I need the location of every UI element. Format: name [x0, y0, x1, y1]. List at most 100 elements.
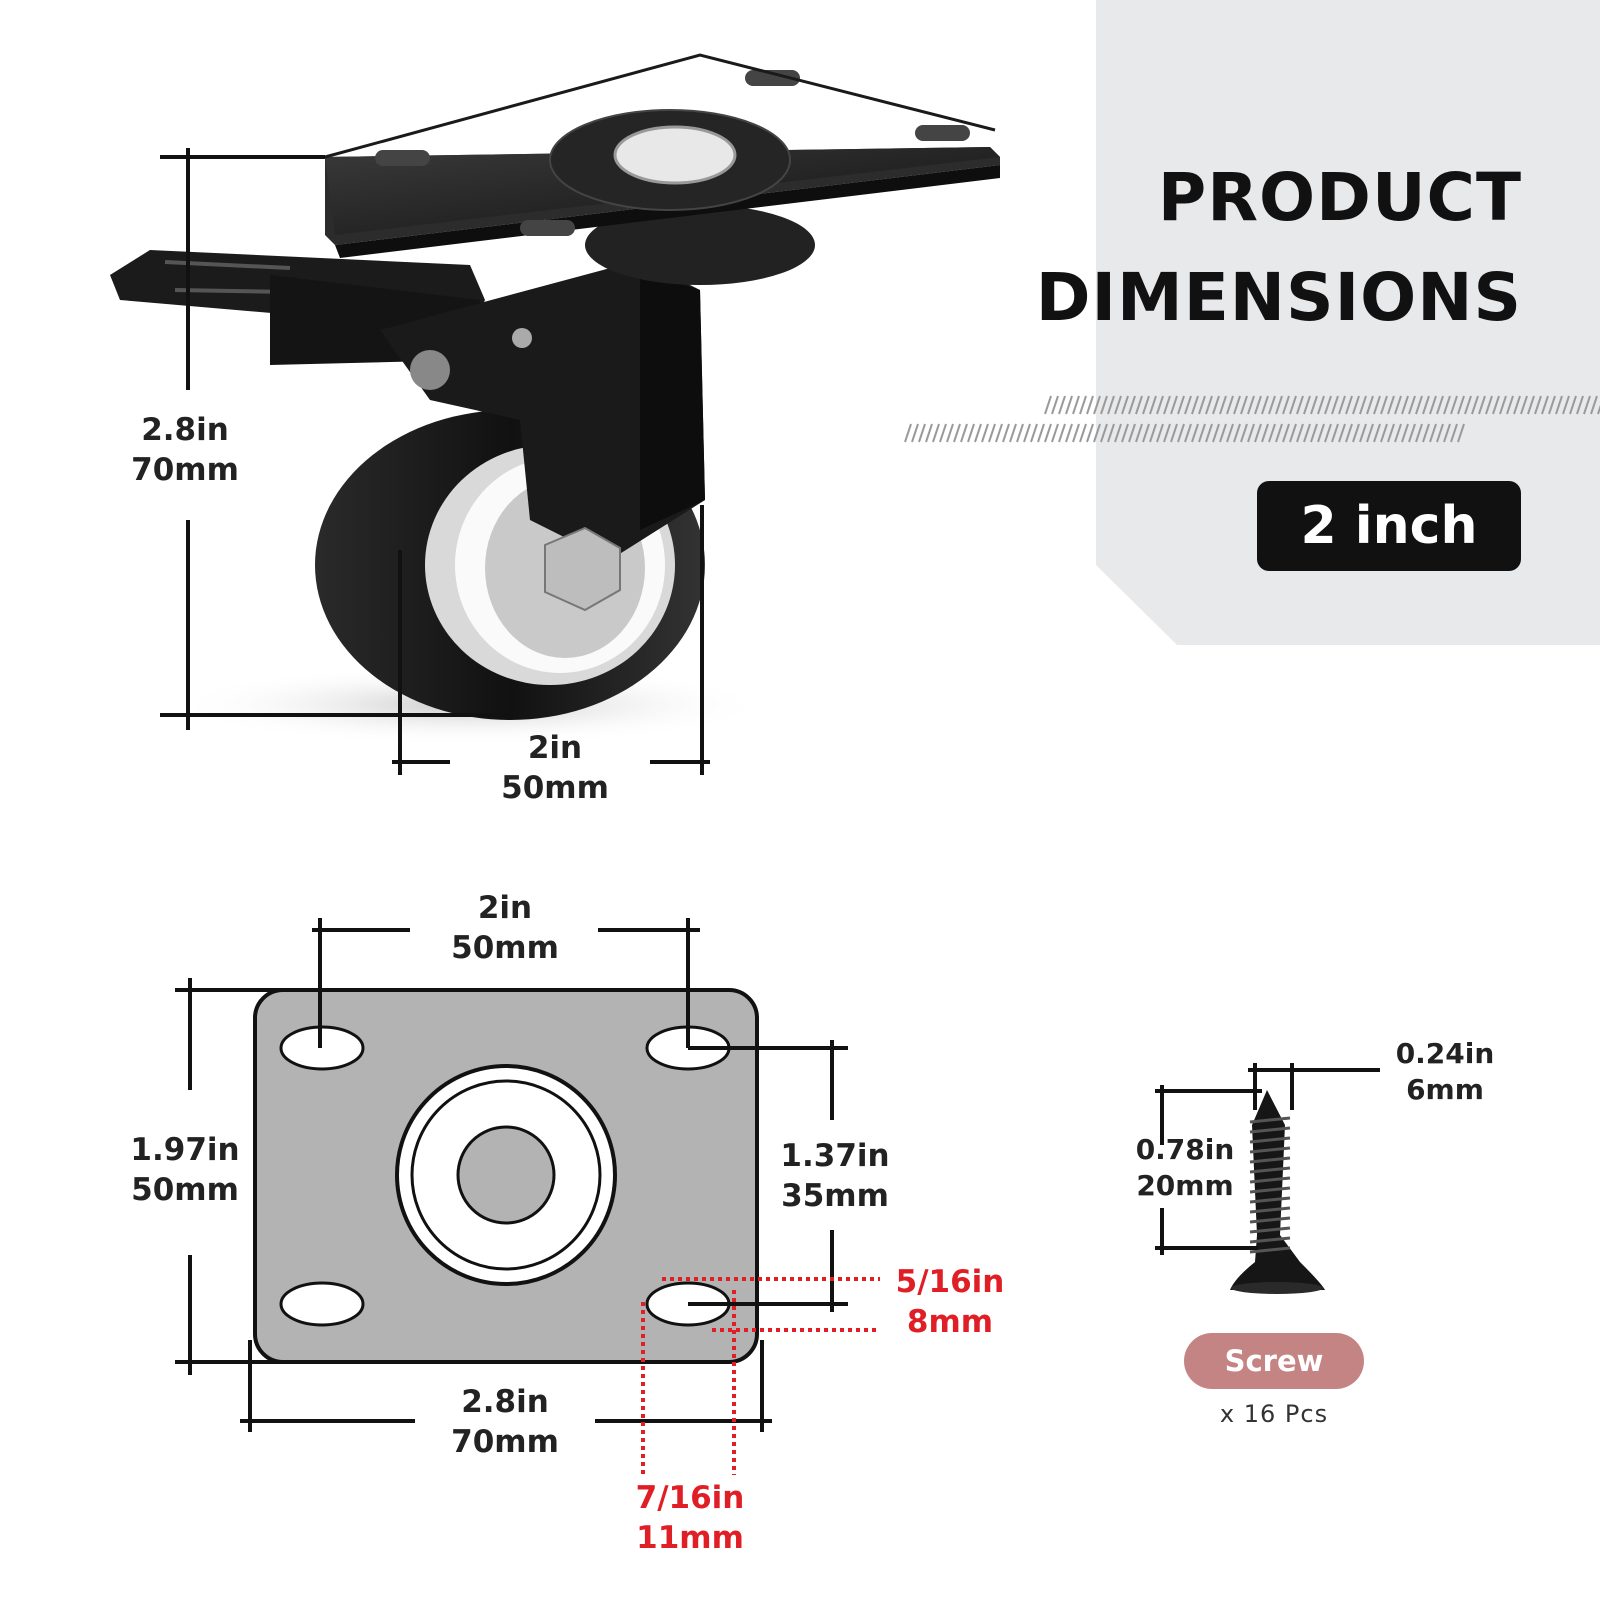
hatch-stroke — [1254, 395, 1262, 415]
hatch-stroke — [1072, 423, 1080, 443]
caster-height-dimension — [160, 148, 510, 730]
hatch-stroke — [1422, 395, 1430, 415]
hatch-stroke — [1156, 423, 1164, 443]
hatch-stroke — [1079, 423, 1087, 443]
hatch-stroke — [946, 423, 954, 443]
hatch-stroke — [1338, 423, 1346, 443]
hatch-stroke — [1142, 423, 1150, 443]
hatch-stroke — [1457, 423, 1465, 443]
hatch-stroke — [1548, 395, 1556, 415]
hatch-stroke — [1149, 423, 1157, 443]
hatch-stroke — [1373, 423, 1381, 443]
hatch-stroke — [1198, 423, 1206, 443]
hatch-stroke — [1072, 395, 1080, 415]
hatch-stroke — [1478, 395, 1486, 415]
caster-wheel-illustration — [110, 53, 1000, 745]
screw-thread — [1249, 1126, 1291, 1134]
screw-illustration — [1230, 1090, 1325, 1294]
hole-spacing-width-label: 2in 50mm — [451, 890, 559, 966]
hatch-stroke — [1429, 423, 1437, 443]
hatch-stroke — [1541, 395, 1549, 415]
hatch-stroke — [1030, 423, 1038, 443]
hatch-stroke — [1408, 423, 1416, 443]
slot-length-label: 7/16in 11mm — [635, 1480, 745, 1556]
hatch-stroke — [1436, 395, 1444, 415]
hatch-stroke — [1513, 395, 1521, 415]
hatch-stroke — [1184, 423, 1192, 443]
page-title: PRODUCT DIMENSIONS — [1036, 148, 1522, 348]
screw-thread — [1249, 1176, 1291, 1184]
hatch-stroke — [1373, 395, 1381, 415]
hole-spacing-height-label: 1.37in 35mm — [780, 1138, 890, 1214]
hatch-stroke — [1352, 423, 1360, 443]
hatch-stroke — [1100, 423, 1108, 443]
hatch-stroke — [1156, 395, 1164, 415]
hatch-stroke — [932, 423, 940, 443]
hatch-stroke — [1261, 423, 1269, 443]
hatch-stroke — [1240, 395, 1248, 415]
hatch-stroke — [1212, 395, 1220, 415]
hatch-stroke — [1380, 395, 1388, 415]
hatch-stroke — [1163, 395, 1171, 415]
screw-thread — [1249, 1206, 1291, 1214]
hatch-stroke — [1443, 395, 1451, 415]
hatch-stroke — [1058, 423, 1066, 443]
hatch-stroke — [1583, 395, 1591, 415]
hatch-stroke — [918, 423, 926, 443]
screw-dimension-lines — [1155, 1063, 1380, 1255]
hatch-stroke — [1555, 395, 1563, 415]
hatch-stroke — [1135, 423, 1143, 443]
hatch-stroke — [1135, 395, 1143, 415]
hatch-stroke — [1268, 395, 1276, 415]
hatch-stroke — [995, 423, 1003, 443]
hatch-stroke — [1219, 395, 1227, 415]
hatch-stroke — [1037, 423, 1045, 443]
hatch-stroke — [1310, 423, 1318, 443]
hatch-stroke — [1296, 423, 1304, 443]
hatch-stroke — [1170, 395, 1178, 415]
hatch-stroke — [904, 423, 912, 443]
hatch-stroke — [1443, 423, 1451, 443]
hatch-stroke — [1562, 395, 1570, 415]
screw-thread — [1249, 1156, 1291, 1164]
hatch-stroke — [1016, 423, 1024, 443]
hatch-stroke — [1359, 423, 1367, 443]
hatch-stroke — [1331, 423, 1339, 443]
hatch-stroke — [1247, 423, 1255, 443]
screw-head-width-label: 0.24in 6mm — [1395, 1037, 1495, 1106]
hatch-stroke — [1520, 395, 1528, 415]
hatch-stroke — [1177, 423, 1185, 443]
hatch-stroke — [1359, 395, 1367, 415]
hatch-stroke — [1226, 395, 1234, 415]
screw-length-label: 0.78in 20mm — [1135, 1133, 1235, 1202]
hatch-stroke — [1184, 395, 1192, 415]
hatch-stroke — [1422, 423, 1430, 443]
screw-thread — [1249, 1196, 1291, 1204]
hatch-stroke — [1450, 423, 1458, 443]
hatch-stroke — [1065, 395, 1073, 415]
hatch-stroke — [1352, 395, 1360, 415]
hatch-stroke — [939, 423, 947, 443]
slot-width-label: 5/16in 8mm — [895, 1264, 1005, 1340]
hatch-stroke — [960, 423, 968, 443]
plate-width-label: 2.8in 70mm — [451, 1384, 559, 1460]
hatch-stroke — [1114, 423, 1122, 443]
hatch-stroke — [1240, 423, 1248, 443]
hatch-stroke — [1394, 395, 1402, 415]
hatch-stroke — [1275, 395, 1283, 415]
hatch-stroke — [1394, 423, 1402, 443]
hatch-stroke — [1023, 423, 1031, 443]
hatch-stroke — [1051, 395, 1059, 415]
hatch-stroke — [1205, 423, 1213, 443]
hatch-stroke — [1366, 423, 1374, 443]
size-badge: 2 inch — [1257, 481, 1521, 571]
hatch-stroke — [1527, 395, 1535, 415]
mounting-plate — [253, 988, 759, 1364]
hatch-stroke — [1457, 395, 1465, 415]
screw-quantity: x 16 Pcs — [1219, 1400, 1329, 1428]
hatch-stroke — [1485, 395, 1493, 415]
hatch-stroke — [1268, 423, 1276, 443]
hatch-stroke — [1345, 395, 1353, 415]
hatch-stroke — [1506, 395, 1514, 415]
screw-thread — [1249, 1226, 1291, 1234]
